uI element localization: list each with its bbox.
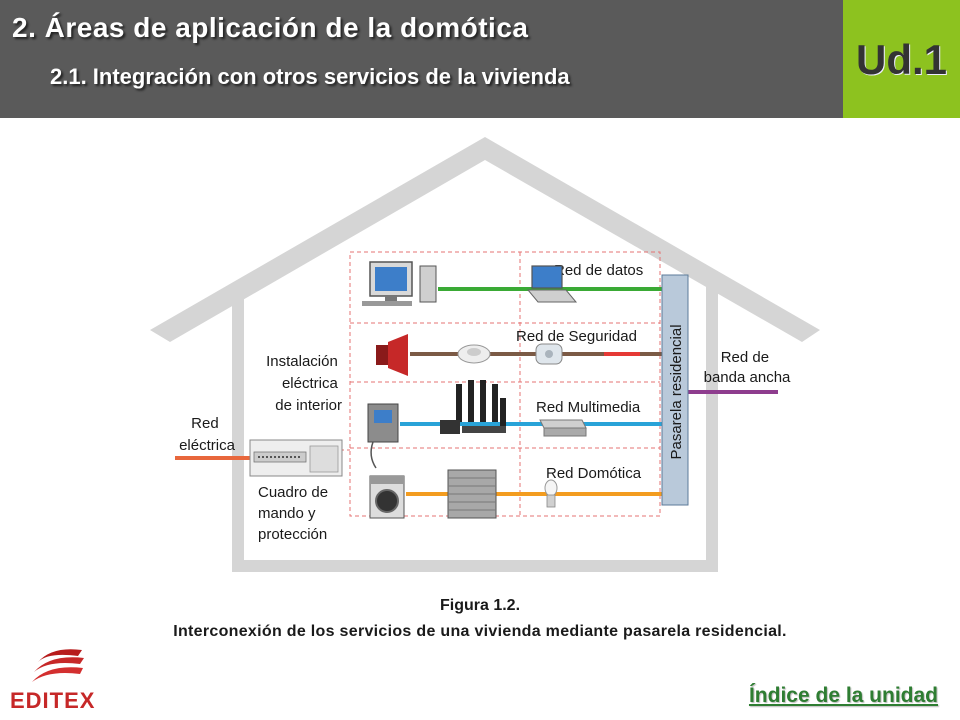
editex-logo: EDITEX <box>10 649 95 713</box>
broadband-label: Red de banda ancha <box>704 349 791 386</box>
figure-label: Figura 1.2. <box>439 597 521 614</box>
figure-caption: Interconexión de los servicios de una vi… <box>173 623 787 640</box>
logo-text: EDITEX <box>10 688 95 713</box>
page-title: 2. Áreas de aplicación de la domótica <box>12 12 529 43</box>
residential-gateway <box>661 274 689 506</box>
motion-sensor-icon <box>535 343 563 365</box>
security-network-label: Red de Seguridad <box>516 328 637 345</box>
logo-swoosh-3 <box>32 667 83 682</box>
intercom-icon <box>367 403 399 469</box>
house-outline <box>150 137 820 342</box>
logo-swoosh-1 <box>38 649 82 662</box>
logo-swoosh-2 <box>34 657 84 672</box>
data-network-label: Red de datos <box>554 262 643 279</box>
laptop-icon <box>526 265 578 303</box>
dvd-player-icon <box>539 419 587 437</box>
control-panel-label: Cuadro de mando y protección <box>258 484 332 543</box>
installation-box <box>349 251 661 517</box>
home-theater-icon <box>440 380 506 434</box>
washing-machine-icon <box>369 475 405 519</box>
gateway-label: Pasarela residencial <box>668 324 685 459</box>
page-subtitle: 2.1. Integración con otros servicios de … <box>50 64 570 89</box>
unit-badge: Ud.1 <box>843 0 960 118</box>
light-bulb-icon <box>544 479 558 508</box>
unit-index-link[interactable]: Índice de la unidad <box>748 684 938 707</box>
electrical-panel-icon <box>249 439 343 477</box>
domotics-network-label: Red Domótica <box>546 465 642 482</box>
home-network-diagram: Pasarela residencial Red de datos Red de… <box>150 137 820 572</box>
siren-icon <box>376 334 408 376</box>
installation-label: Instalación eléctrica de interior <box>266 353 342 414</box>
desktop-computer-icon <box>362 261 437 306</box>
smoke-detector-icon <box>457 344 491 364</box>
window-blind-icon <box>447 469 497 519</box>
multimedia-network-label: Red Multimedia <box>536 399 641 416</box>
unit-label: Ud.1 <box>855 36 947 83</box>
header-bar: 2. Áreas de aplicación de la domótica 2.… <box>0 0 843 118</box>
electric-network-label: Red eléctrica <box>179 415 236 454</box>
house-walls <box>232 286 718 572</box>
